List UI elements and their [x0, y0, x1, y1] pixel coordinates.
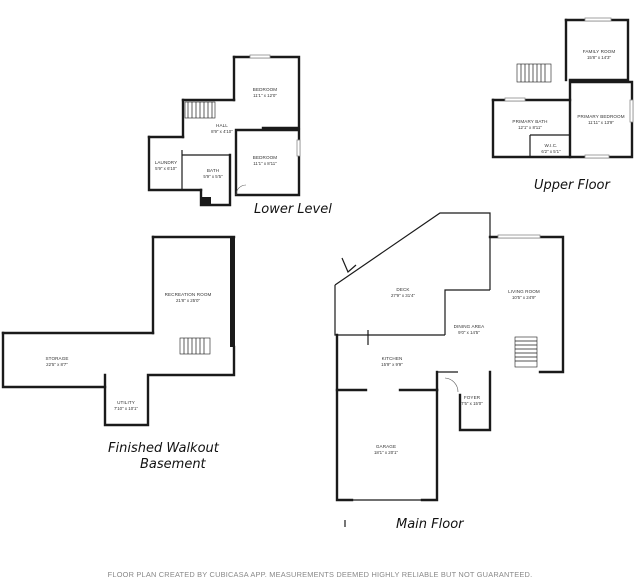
upper-primary-bath-name: PRIMARY BATH: [512, 119, 547, 124]
upper-primary-bedroom-name: PRIMARY BEDROOM: [577, 114, 624, 119]
upper-primary-bedroom-dims: 11'11" x 13'9": [588, 120, 614, 125]
lower-bath-dims: 5'9" x 5'5": [203, 174, 223, 179]
main-foyer-dims: 7'5" x 15'0": [461, 401, 483, 406]
main-living-room-dims: 10'5" x 24'9": [512, 295, 537, 300]
basement-dark-wall: [230, 237, 235, 347]
lower-hall-dims: 8'9" x 4'10": [211, 129, 233, 134]
lower-bedroom-2-name: BEDROOM: [253, 155, 278, 160]
main-floor-plan: DECK 27'9" x 31'4" LIVING ROOM 10'5" x 2…: [334, 212, 565, 532]
upper-stairs: [516, 63, 552, 83]
lower-stairs: [184, 101, 216, 119]
lower-laundry-name: LAUNDRY: [155, 160, 178, 165]
lower-bedroom-1-dims: 11'1" x 12'0": [253, 93, 277, 98]
lower-bath-fixture: [201, 197, 211, 205]
main-living-room-name: LIVING ROOM: [508, 289, 540, 294]
main-garage-dims: 18'1" x 20'1": [374, 450, 399, 455]
main-garage-name: GARAGE: [376, 444, 396, 449]
main-kitchen-name: KITCHEN: [382, 356, 403, 361]
upper-floor-title: Upper Floor: [534, 178, 611, 193]
main-deck-dims: 27'9" x 31'4": [391, 293, 416, 298]
main-deck-name: DECK: [396, 287, 410, 292]
main-foyer-name: FOYER: [464, 395, 481, 400]
lower-bath-name: BATH: [207, 168, 219, 173]
lower-hall-name: HALL: [216, 123, 228, 128]
lower-laundry-dims: 5'9" x 6'10": [155, 166, 177, 171]
main-dining-area-dims: 9'0" x 14'5": [458, 330, 480, 335]
disclaimer-footer: FLOOR PLAN CREATED BY CUBICASA APP. MEAS…: [108, 570, 533, 579]
lower-level-title: Lower Level: [254, 202, 332, 217]
main-stairs: [514, 336, 538, 368]
basement-title-line-2: Basement: [140, 457, 207, 472]
main-dining-area-name: DINING AREA: [454, 324, 486, 329]
basement-stairs: [179, 337, 211, 355]
basement-recreation-dims: 21'8" x 25'0": [176, 298, 201, 303]
upper-wic-dims: 6'2" x 5'1": [541, 149, 561, 154]
main-floor-title: Main Floor: [396, 517, 465, 532]
lower-level-plan: BEDROOM 11'1" x 12'0" HALL 8'9" x 4'10" …: [147, 54, 332, 217]
basement-title-line-1: Finished Walkout: [108, 441, 220, 456]
basement-storage-dims: 22'5" x 8'7": [46, 362, 68, 367]
upper-floor-plan: FAMILY ROOM 15'8" x 14'3" PRIMARY BATH 1…: [491, 17, 634, 193]
basement-utility-dims: 7'10" x 10'1": [114, 406, 139, 411]
upper-wic-name: W.I.C.: [544, 143, 557, 148]
lower-bedroom-1-name: BEDROOM: [253, 87, 278, 92]
basement-storage-name: STORAGE: [45, 356, 68, 361]
upper-primary-bath-dims: 12'1" x 8'11": [518, 125, 542, 130]
basement-utility-name: UTILITY: [117, 400, 135, 405]
main-kitchen-dims: 15'9" x 9'9": [381, 362, 403, 367]
basement-plan: RECREATION ROOM 21'8" x 25'0" STORAGE 22…: [1, 235, 236, 472]
basement-recreation-name: RECREATION ROOM: [165, 292, 212, 297]
lower-bedroom-2-dims: 11'1" x 8'11": [253, 161, 277, 166]
upper-family-room-dims: 15'8" x 14'3": [587, 55, 612, 60]
upper-family-room-name: FAMILY ROOM: [583, 49, 616, 54]
